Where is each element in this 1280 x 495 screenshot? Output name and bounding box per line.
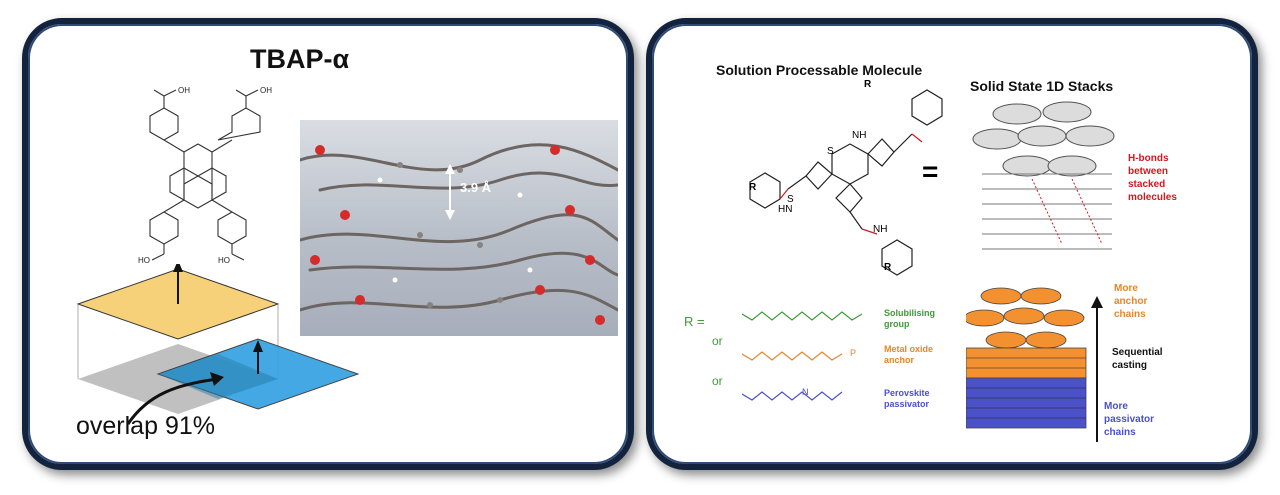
panel-title: TBAP-α <box>250 44 350 74</box>
disc-stacks <box>972 101 1115 250</box>
s-atom: S <box>827 146 834 157</box>
s-atom: S <box>787 194 794 205</box>
r-group-chains <box>742 311 863 401</box>
r-atom: R <box>864 79 872 90</box>
crystal-structure <box>298 143 620 325</box>
oh-label: OH <box>178 86 190 95</box>
molecule-title: Solution Processable Molecule <box>716 62 923 78</box>
sequential-stacks <box>966 287 1087 429</box>
casting-arrow <box>1091 296 1103 442</box>
crystal-packing-image: 3.9 Å <box>298 120 620 336</box>
ho-label: HO <box>218 256 230 265</box>
or-label: or <box>712 334 723 348</box>
left-panel: TBAP-α OH OH HO HO <box>22 18 634 470</box>
nh-atom: NH <box>852 130 867 141</box>
or-label: or <box>712 374 723 388</box>
oh-label: OH <box>260 86 272 95</box>
stacks-title: Solid State 1D Stacks <box>970 78 1114 94</box>
distance-label: 3.9 Å <box>460 180 492 195</box>
tbap-structure <box>149 89 261 261</box>
group-solubilising: Solubilising group <box>884 308 935 329</box>
phosphorus-atom: P <box>850 348 857 358</box>
group-anchor: Metal oxide anchor <box>884 344 934 365</box>
r-atom: R <box>749 182 757 193</box>
overlap-label: overlap 91% <box>76 412 215 440</box>
more-anchor-label: More anchor chains <box>1114 283 1148 320</box>
overlap-diagram <box>76 264 360 425</box>
hn-atom: HN <box>778 204 793 215</box>
r-atom: R <box>884 262 892 273</box>
hbonds-label: H-bonds between stacked molecules <box>1128 153 1177 203</box>
molecule-structure <box>749 89 943 276</box>
nitrogen-atom: N <box>802 387 809 397</box>
more-passivator-label: More passivator chains <box>1104 401 1155 438</box>
nh-atom: NH <box>873 224 888 235</box>
right-panel: Solution Processable Molecule Solid Stat… <box>646 18 1258 470</box>
group-passivator: Perovskite passivator <box>884 388 930 409</box>
equals-sign: = <box>922 156 939 187</box>
r-equals: R = <box>684 314 705 329</box>
sequential-label: Sequential casting <box>1112 347 1163 371</box>
ho-label: HO <box>138 256 150 265</box>
